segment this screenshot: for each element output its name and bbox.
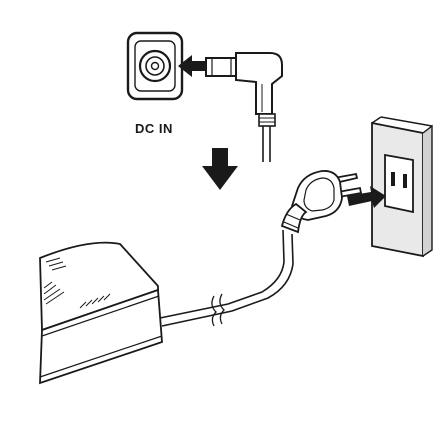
dc-in-label: DC IN: [135, 121, 173, 136]
ac-cable: [159, 229, 294, 327]
ac-plug: [280, 170, 363, 234]
ac-adapter: [39, 241, 163, 385]
insert-arrow-dc: [178, 55, 210, 77]
down-arrow-icon: [202, 148, 238, 190]
dc-plug: [205, 52, 283, 127]
insert-arrow-outlet: [347, 186, 386, 208]
dc-cable: [262, 126, 271, 162]
wall-outlet: [371, 116, 433, 258]
dc-in-jack: [126, 31, 184, 101]
